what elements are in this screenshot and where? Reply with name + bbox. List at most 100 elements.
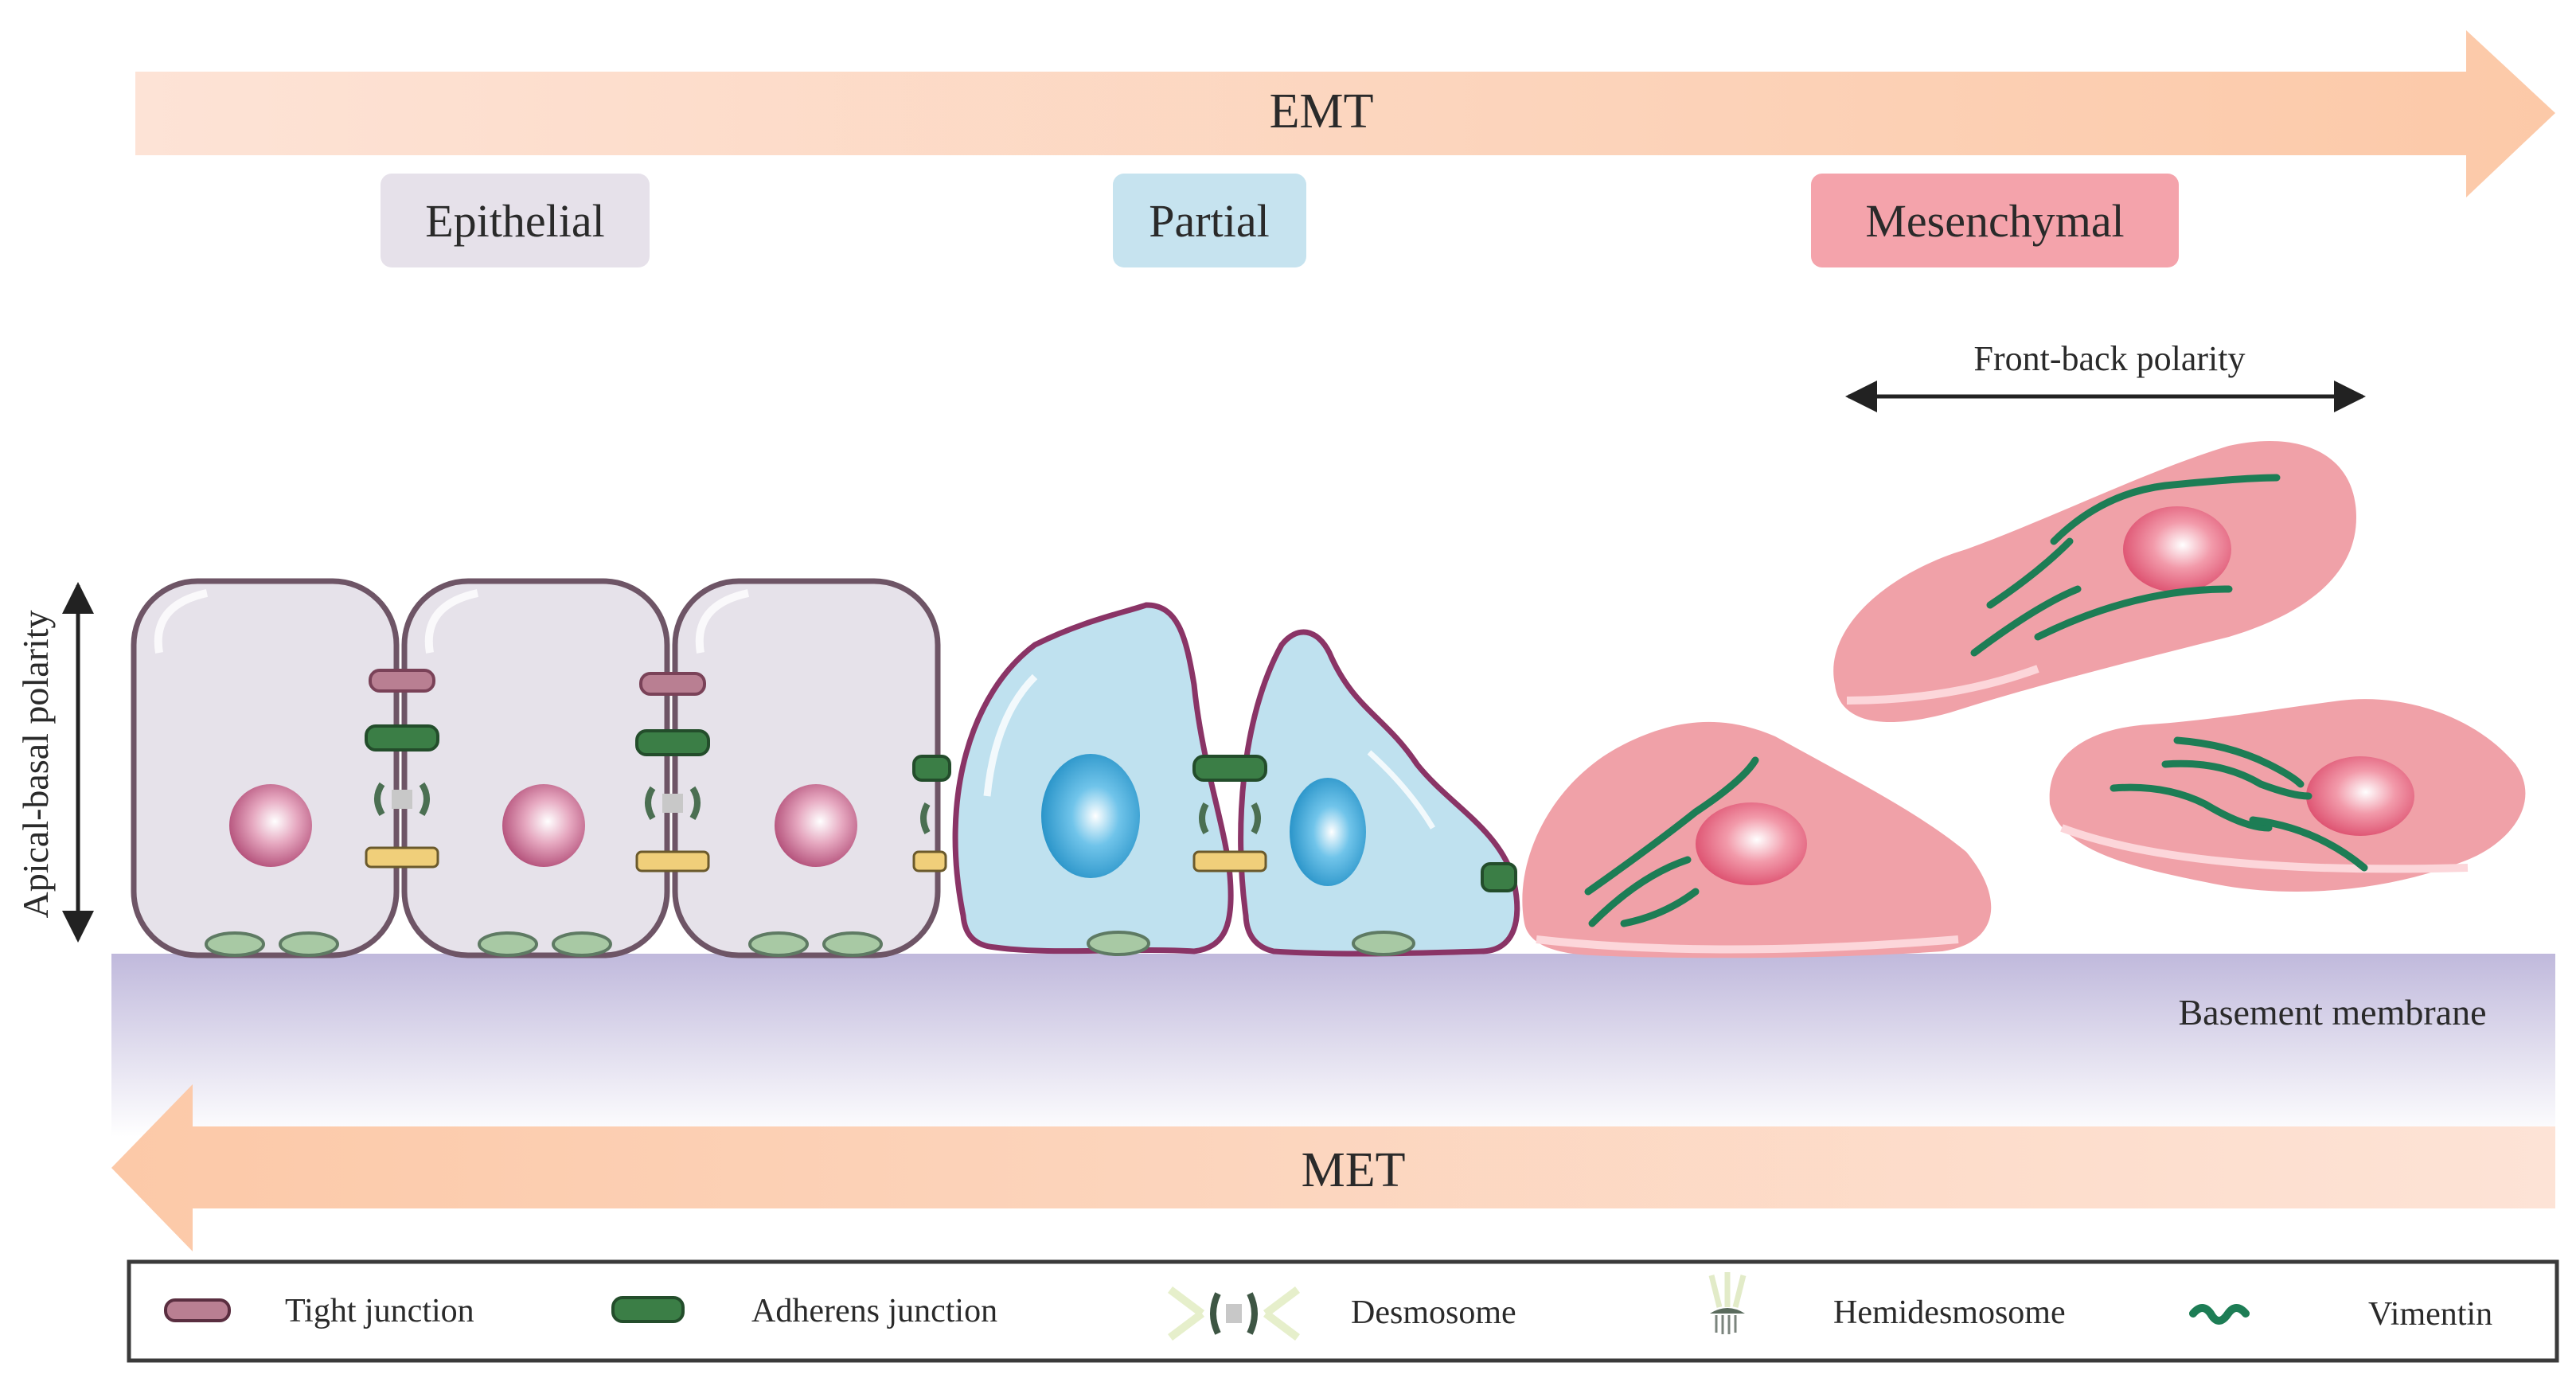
desmosome-icon: [645, 786, 701, 821]
junction-stack: [1192, 755, 1267, 873]
junction-stack: [635, 672, 710, 873]
legend-label: Tight junction: [285, 1293, 474, 1329]
vimentin-icon: [2034, 585, 2233, 641]
hemidesmosome-icon: [279, 931, 339, 957]
hemidesmosome-icon: [1087, 931, 1150, 956]
adherens-junction-icon: [611, 1296, 685, 1323]
legend-label: Hemidesmosome: [1833, 1294, 2066, 1331]
hemidesmosome-icon: [1710, 1308, 1745, 1314]
epithelial-cell: [401, 578, 670, 958]
mesenchymal-nucleus: [2123, 506, 2231, 592]
met-arrow-shape: [111, 1084, 2555, 1251]
vimentin-icon: [2173, 736, 2305, 788]
hemidesmosome-icon: [205, 931, 265, 957]
vimentin-icon: [2110, 783, 2273, 832]
hemidesmosome-icon: [552, 931, 612, 957]
epithelial-cells: [131, 578, 951, 958]
hemidesmosome-icon: [822, 931, 883, 957]
mesenchymal-cells: [1522, 441, 2526, 958]
desmosome-core: [392, 790, 412, 809]
basement-membrane: Basement membrane: [111, 954, 2555, 1137]
adherens-junction-icon: [1192, 755, 1267, 782]
legend-item-adherens-junction: Adherens junction: [611, 1293, 997, 1329]
vimentin-icon: [1584, 756, 1759, 896]
junction-stack: [365, 669, 439, 869]
junction-stack: [912, 755, 951, 873]
partial-cell: [1238, 629, 1520, 957]
hemidesmosome-icon: [478, 931, 538, 957]
tight-junction-icon: [369, 669, 435, 693]
state-badge-partial-label: Partial: [1149, 195, 1269, 247]
mesenchymal-nucleus: [1696, 802, 1807, 885]
apical-basal-polarity: Apical-basal polarity: [15, 582, 94, 943]
vimentin-icon: [2249, 816, 2368, 872]
legend-label: Vimentin: [2368, 1296, 2492, 1333]
hemidesmosome-fibers: [1708, 1272, 1747, 1308]
legend-label: Desmosome: [1351, 1294, 1516, 1331]
basement-membrane-label: Basement membrane: [2178, 992, 2486, 1033]
met-arrow-label: MET: [1302, 1143, 1406, 1197]
desmosome-fibers: [1168, 1286, 1300, 1341]
state-badge-partial: Partial: [1113, 174, 1306, 267]
desmosome-icon: [920, 802, 931, 834]
hemidesmosome-icon: [1352, 931, 1415, 956]
state-badge-epithelial-label: Epithelial: [425, 195, 605, 247]
legend-item-desmosome: Desmosome: [1168, 1286, 1516, 1341]
vimentin-icon: [1970, 585, 2082, 657]
vimentin-icon: [1620, 888, 1700, 927]
epithelial-cell: [672, 578, 941, 958]
legend-item-tight-junction: Tight junction: [164, 1293, 474, 1329]
mesenchymal-cell: [1522, 721, 1992, 958]
adherens-junction-icon: [912, 755, 951, 782]
adherens-junction-icon: [1481, 862, 1517, 892]
adherens-junction-icon: [365, 724, 439, 752]
adherens-belt-icon: [1192, 850, 1267, 873]
desmosome-icon: [1199, 802, 1261, 834]
mesenchymal-cell: [2049, 699, 2526, 892]
legend-item-hemidesmosome: Hemidesmosome: [1708, 1272, 2066, 1334]
epithelial-nucleus: [229, 784, 312, 867]
desmosome-icon: [1210, 1292, 1258, 1335]
emt-arrow-shape: [135, 30, 2555, 197]
partial-nucleus: [1041, 754, 1140, 878]
vimentin-icon: [2050, 474, 2281, 545]
mesenchymal-nucleus: [2306, 756, 2414, 836]
legend: Tight junction Adherens junction Desmoso…: [127, 1259, 2559, 1363]
state-badge-mesenchymal: Mesenchymal: [1811, 174, 2179, 267]
epithelial-nucleus: [502, 784, 585, 867]
epithelial-cell: [131, 578, 400, 958]
adherens-belt-icon: [365, 846, 439, 869]
hemidesmosome-filaments: [1715, 1315, 1737, 1334]
apical-basal-polarity-label: Apical-basal polarity: [15, 610, 56, 918]
legend-label: Adherens junction: [751, 1293, 997, 1329]
state-badge-partial-bg: [1113, 174, 1306, 267]
legend-item-vimentin: Vimentin: [2189, 1296, 2492, 1333]
front-back-polarity: Front-back polarity: [1845, 339, 2366, 412]
epithelial-nucleus: [775, 784, 857, 867]
adherens-belt-icon: [912, 850, 947, 873]
desmosome-icon: [374, 782, 430, 817]
state-badge-mesenchymal-bg: [1811, 174, 2179, 267]
tight-junction-icon: [164, 1298, 231, 1322]
vimentin-icon: [2189, 1304, 2250, 1325]
partial-cell: [952, 602, 1234, 956]
emt-arrow: EMT: [135, 30, 2555, 197]
state-badge-mesenchymal-label: Mesenchymal: [1865, 195, 2124, 247]
hemidesmosome-icon: [748, 931, 809, 957]
basement-membrane-band: [111, 954, 2555, 1137]
adherens-belt-icon: [635, 850, 710, 873]
vimentin-icon: [1986, 537, 2074, 609]
tight-junction-icon: [639, 672, 706, 696]
desmosome-core: [662, 794, 683, 813]
met-arrow: MET: [111, 1084, 2555, 1251]
partial-cells: [952, 602, 1520, 957]
state-badge-epithelial: Epithelial: [381, 174, 650, 267]
emt-arrow-label: EMT: [1270, 84, 1374, 139]
vimentin-icon: [2161, 759, 2313, 800]
front-back-polarity-label: Front-back polarity: [1974, 339, 2246, 378]
vimentin-icon: [1588, 856, 1692, 927]
desmosome-core: [1226, 1304, 1242, 1323]
state-badge-epithelial-bg: [381, 174, 650, 267]
partial-nucleus: [1290, 778, 1366, 886]
